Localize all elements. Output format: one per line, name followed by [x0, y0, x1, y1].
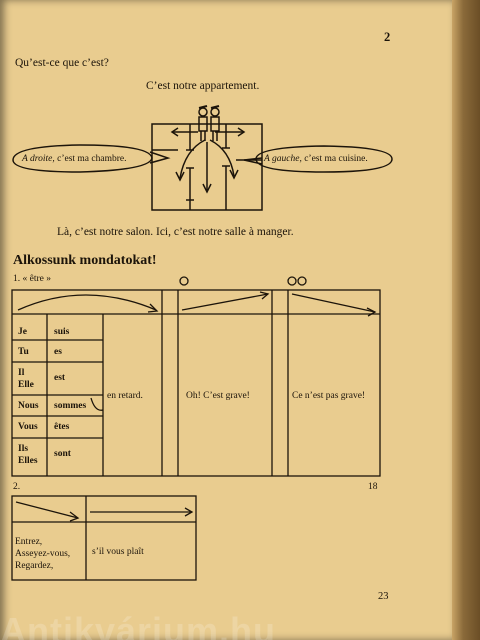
reaction-oh-grave: Oh! C’est grave! [186, 391, 250, 401]
pronoun-il-elle: Il Elle [18, 368, 34, 390]
question-text: Qu’est-ce que c’est? [15, 57, 109, 69]
pronoun-nous: Nous [18, 401, 39, 411]
right-bubble-text: c’est ma cuisine. [301, 154, 368, 164]
pronoun-vous: Vous [18, 422, 38, 432]
verb-est: est [54, 373, 66, 383]
answer-text: C’est notre appartement. [146, 80, 260, 92]
table2-verbs: Entrez, Asseyez-vous, Regardez, [15, 537, 71, 571]
page-number-bottom: 23 [378, 591, 389, 602]
left-bubble-italic: A droite, [22, 154, 55, 164]
table2-complement: s’il vous plaît [92, 547, 144, 557]
page-number-top: 2 [384, 30, 391, 44]
book-page: 2 Qu’est-ce que c’est? C’est notre appar… [0, 0, 452, 640]
right-bubble-italic: A gauche, [264, 154, 302, 164]
table1-label: 1. « être » [13, 274, 51, 284]
complement-en-retard: en retard. [107, 391, 143, 401]
verb-suis: suis [54, 327, 70, 337]
exercise-heading: Alkossunk mondatokat! [13, 253, 157, 268]
watermark: Antikvárium.hu [0, 610, 277, 640]
verb-sont: sont [54, 449, 71, 459]
left-speech-bubble: A droite, c’est ma chambre. [22, 154, 126, 164]
apartment-illustration [12, 105, 393, 211]
left-bubble-text: c’est ma chambre. [54, 154, 127, 164]
pronoun-je: Je [18, 327, 27, 337]
table1-grid [11, 276, 381, 477]
reaction-pas-grave: Ce n’est pas grave! [292, 391, 366, 401]
pronoun-ils-elles: Ils Elles [18, 444, 38, 466]
right-speech-bubble: A gauche, c’est ma cuisine. [264, 154, 368, 164]
verb-es: es [54, 347, 62, 357]
pronoun-tu: Tu [18, 347, 29, 357]
book-edge [452, 0, 480, 640]
table2-label: 2. [13, 482, 21, 492]
caption-text: Là, c’est notre salon. Ici, c’est notre … [57, 226, 294, 238]
verb-etes: êtes [54, 422, 70, 432]
page-number-18: 18 [368, 482, 378, 492]
table2-grid [11, 495, 197, 581]
verb-sommes: sommes [54, 401, 87, 411]
